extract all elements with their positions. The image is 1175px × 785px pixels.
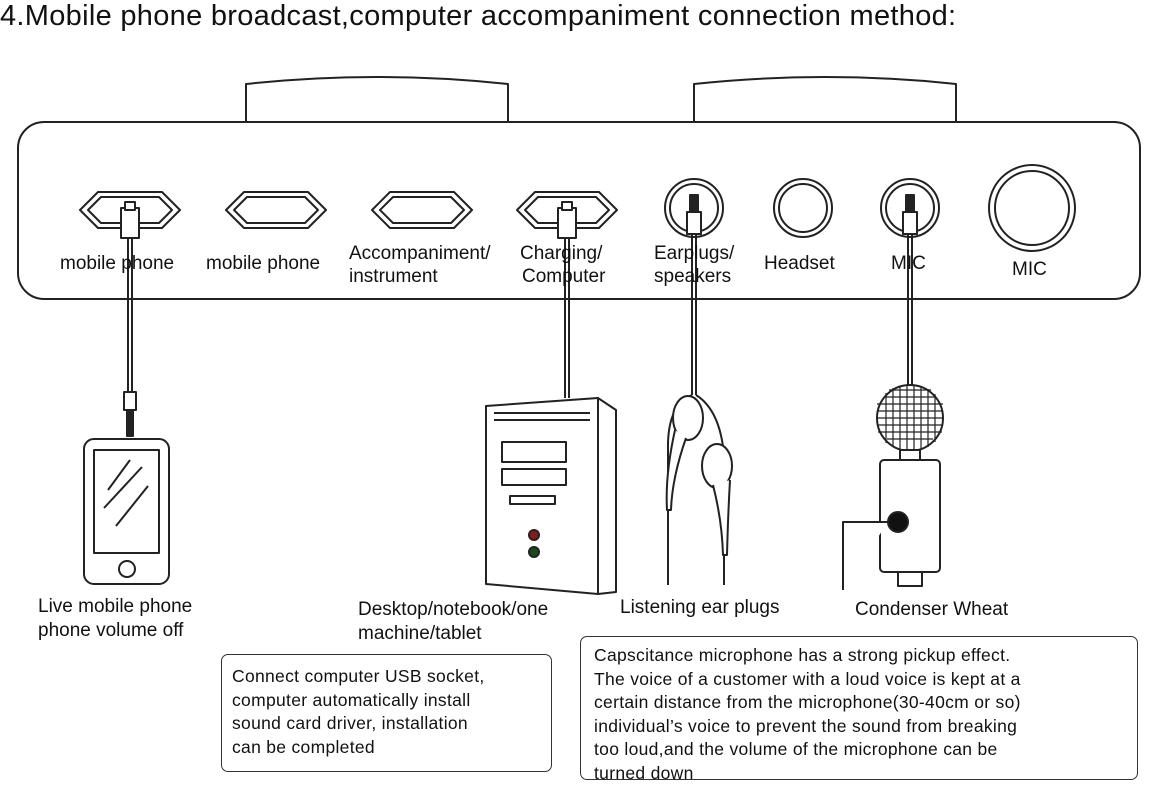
device-label-phone-line2: phone volume off <box>38 620 184 641</box>
earbuds-device <box>667 395 732 585</box>
port-label-charging-line2: Computer <box>522 266 606 287</box>
port-label-mobile-phone-2: mobile phone <box>206 253 320 274</box>
left-knob <box>246 77 508 124</box>
port-label-mic-large: MIC <box>1012 259 1047 280</box>
device-label-computer-line1: Desktop/notebook/one <box>358 599 548 620</box>
usb-driver-note: Connect computer USB socket, computer au… <box>221 654 552 772</box>
port-label-mobile-phone-1: mobile phone <box>60 253 174 274</box>
device-label-phone-line1: Live mobile phone <box>38 596 192 617</box>
mic-note-line: certain distance from the microphone(30-… <box>594 691 1137 715</box>
port-label-charging-line1: Charging/ <box>520 243 603 264</box>
right-knob <box>694 77 956 124</box>
port-label-mic-small: MIC <box>891 253 926 274</box>
device-label-computer-line2: machine/tablet <box>358 623 482 644</box>
device-label-mic: Condenser Wheat <box>855 599 1009 620</box>
desktop-computer-device <box>486 398 616 594</box>
port-label-accompaniment-line1: Accompaniment/ <box>349 243 491 264</box>
port-label-earplugs-line1: Earplugs/ <box>654 243 735 264</box>
cable-mobile-phone <box>121 202 139 436</box>
usb-note-line: Connect computer USB socket, <box>232 665 551 689</box>
mobile-phone-device <box>84 439 169 584</box>
port-label-earplugs-line2: speakers <box>654 266 731 287</box>
port-label-headset: Headset <box>764 253 835 274</box>
port-label-accompaniment-line2: instrument <box>349 266 438 287</box>
microphone-note: Capscitance microphone has a strong pick… <box>580 636 1138 780</box>
mic-note-line: Capscitance microphone has a strong pick… <box>594 644 1137 668</box>
usb-note-line: sound card driver, installation <box>232 712 551 736</box>
mic-note-line: turned down <box>594 762 1137 785</box>
usb-note-line: can be completed <box>232 736 551 760</box>
mic-note-line: The voice of a customer with a loud voic… <box>594 668 1137 692</box>
mic-note-line: individual’s voice to prevent the sound … <box>594 715 1137 739</box>
device-label-earplugs: Listening ear plugs <box>620 597 780 618</box>
mic-note-line: too loud,and the volume of the microphon… <box>594 738 1137 762</box>
usb-note-line: computer automatically install <box>232 689 551 713</box>
